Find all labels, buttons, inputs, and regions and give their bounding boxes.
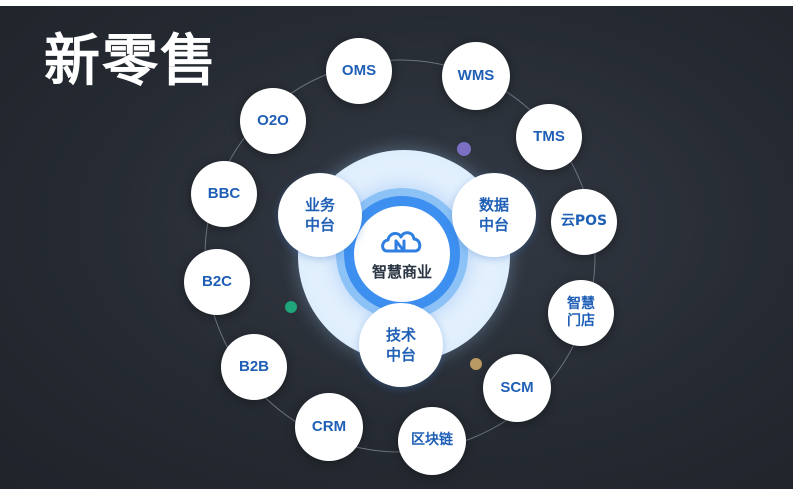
page-title: 新零售 <box>44 29 218 94</box>
outer-node-label: CRM <box>311 417 347 435</box>
outer-node-label: 智慧 <box>567 295 595 312</box>
outer-node-tms: TMS <box>516 104 582 170</box>
outer-node-smart-store: 智慧 门店 <box>548 280 614 346</box>
outer-node-label: BBC <box>207 184 241 202</box>
outer-node-b2c: B2C <box>184 249 250 315</box>
inner-node-line: 数据 <box>478 195 509 214</box>
outer-node-label: B2B <box>238 357 269 375</box>
inner-node-tech: 技术 中台 <box>359 303 443 387</box>
inner-node-line: 中台 <box>385 346 416 364</box>
outer-node-label: OMS <box>341 61 377 79</box>
outer-node-o2o: O2O <box>240 88 306 154</box>
cloud-logo-icon <box>381 230 422 252</box>
center-label: 智慧商业 <box>371 262 432 281</box>
decorative-dot-green <box>285 301 297 313</box>
outer-node-label: B2C <box>201 272 232 290</box>
inner-node-data: 数据 中台 <box>452 173 536 257</box>
inner-node-line: 中台 <box>304 216 335 234</box>
outer-node-label: 门店 <box>567 313 595 329</box>
outer-node-b2b: B2B <box>221 334 287 400</box>
outer-node-scm: SCM <box>483 354 551 422</box>
decorative-dot-gold <box>470 358 482 370</box>
center-hub: 智慧商业 <box>354 206 450 302</box>
outer-node-oms: OMS <box>326 38 392 104</box>
inner-node-line: 技术 <box>385 325 416 344</box>
outer-node-label: 云POS <box>560 213 608 230</box>
outer-node-label: TMS <box>533 127 565 145</box>
inner-node-line: 中台 <box>478 216 509 234</box>
outer-node-label: SCM <box>500 378 534 396</box>
outer-node-cloud-pos: 云POS <box>551 189 617 255</box>
outer-node-bbc: BBC <box>191 161 257 227</box>
outer-node-crm: CRM <box>295 393 363 461</box>
decorative-dot-purple <box>457 142 471 156</box>
outer-node-blockchain: 区块链 <box>398 407 466 475</box>
inner-node-business: 业务 中台 <box>278 173 362 257</box>
outer-node-label: O2O <box>257 111 289 129</box>
outer-node-label: 区块链 <box>411 432 453 449</box>
outer-node-label: WMS <box>457 66 495 84</box>
inner-node-line: 业务 <box>304 195 335 214</box>
outer-node-wms: WMS <box>442 42 510 110</box>
